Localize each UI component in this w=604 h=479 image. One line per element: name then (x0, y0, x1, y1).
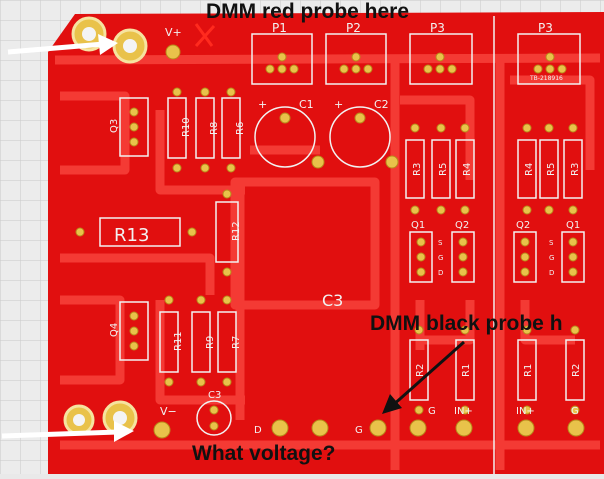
label-in-plus-right: IN+ (516, 406, 535, 417)
label-plus-c2: + (334, 98, 343, 111)
label-r2-right: R2 (571, 364, 582, 377)
c1-outline (254, 106, 316, 168)
q4-outline (119, 301, 149, 361)
label-g-left: G (438, 254, 443, 262)
label-g-bottom-right: G (571, 406, 579, 417)
r4-left-outline (455, 139, 475, 199)
label-g-bottom-left: G (355, 425, 363, 436)
label-s-left: S (438, 239, 443, 247)
label-c1: C1 (299, 98, 314, 111)
r3-right-outline (563, 139, 583, 199)
annotation-black-probe: DMM black probe h (370, 312, 563, 335)
r2-left-outline (409, 339, 429, 401)
label-in-plus-left: IN+ (454, 406, 473, 417)
label-c3-cap: C3 (208, 390, 221, 401)
label-r12: R12 (231, 221, 242, 241)
arrow-to-vminus-shaft (1, 429, 119, 439)
red-marker-x (194, 23, 216, 48)
label-r1-right: R1 (523, 364, 534, 377)
white-arrows (1, 34, 134, 442)
r12-outline (215, 201, 239, 263)
label-plus-c1: + (258, 98, 267, 111)
label-r3-right: R3 (570, 163, 581, 176)
label-q2-right: Q2 (516, 220, 530, 231)
mounting-holes (63, 16, 148, 436)
label-r8: R8 (209, 122, 220, 135)
annotation-what-voltage: What voltage? (192, 442, 336, 465)
label-r10: R10 (181, 117, 192, 137)
label-q1-left: Q1 (411, 220, 425, 231)
label-c2: C2 (374, 98, 389, 111)
label-r1-left: R1 (461, 364, 472, 377)
solder-pads (75, 44, 585, 439)
label-p2: P2 (346, 21, 361, 35)
label-p3-left: P3 (430, 21, 445, 35)
p3-right-outline (517, 33, 581, 85)
silkscreen-outlines (99, 16, 585, 474)
label-r2-left: R2 (415, 364, 426, 377)
label-r7: R7 (231, 336, 242, 349)
c2-outline (329, 106, 391, 168)
label-g-bottom-mid: G (428, 406, 436, 417)
arrow-to-vplus-shaft (7, 41, 105, 55)
r1-right-outline (517, 339, 537, 401)
label-c3-big: C3 (322, 291, 343, 310)
label-r4-left: R4 (462, 163, 473, 176)
label-r5-right: R5 (546, 163, 557, 176)
arrow-to-vminus-head-icon (114, 421, 134, 442)
label-r6: R6 (235, 122, 246, 135)
label-r9: R9 (205, 336, 216, 349)
label-p3-right: P3 (538, 21, 553, 35)
label-d-right: D (549, 269, 554, 277)
r9-outline (191, 311, 211, 373)
r5-right-outline (539, 139, 559, 199)
label-s-right: S (549, 239, 554, 247)
p1-outline (251, 33, 313, 85)
label-q3: Q3 (109, 119, 120, 133)
r5-left-outline (431, 139, 451, 199)
black-probe-arrow (382, 340, 465, 414)
r8-outline (195, 97, 215, 159)
label-r3-left: R3 (412, 163, 423, 176)
q3-outline (119, 97, 149, 157)
r4-right-outline (517, 139, 537, 199)
label-p1: P1 (272, 21, 287, 35)
c3-cap-outline (196, 400, 232, 436)
label-q4: Q4 (109, 323, 120, 337)
p2-outline (325, 33, 387, 85)
q1-left-outline (409, 231, 433, 283)
label-d-left: D (438, 269, 443, 277)
p3-left-outline (409, 33, 473, 85)
q1-right-outline (561, 231, 585, 283)
label-q1-right: Q1 (566, 220, 580, 231)
q2-left-outline (451, 231, 475, 283)
label-r5-left: R5 (438, 163, 449, 176)
r11-outline (159, 311, 179, 373)
label-v-plus: V+ (165, 26, 182, 39)
black-arrow-head-icon (382, 394, 402, 414)
q2-right-outline (513, 231, 537, 283)
label-r4-right: R4 (524, 163, 535, 176)
label-d-bottom: D (254, 425, 262, 436)
black-arrow-shaft (391, 340, 465, 408)
label-g-right: G (549, 254, 554, 262)
arrow-to-vplus-head-icon (98, 34, 118, 55)
r3-left-outline (405, 139, 425, 199)
annotation-red-probe: DMM red probe here (206, 0, 410, 23)
label-part-code: TB-218916 (529, 75, 563, 82)
label-v-minus: V− (160, 405, 177, 418)
r13-outline (99, 217, 181, 247)
label-r13: R13 (114, 225, 149, 246)
r7-outline (217, 311, 237, 373)
label-q2-left: Q2 (455, 220, 469, 231)
r1-left-outline (455, 339, 475, 401)
silkscreen-labels: V+ P1 P2 P3 P3 TB-218916 + C1 + C2 C3 C3… (109, 21, 582, 436)
r6-outline (221, 97, 241, 159)
r2-right-outline (565, 339, 585, 401)
r10-outline (167, 97, 187, 159)
label-r11: R11 (173, 331, 184, 351)
